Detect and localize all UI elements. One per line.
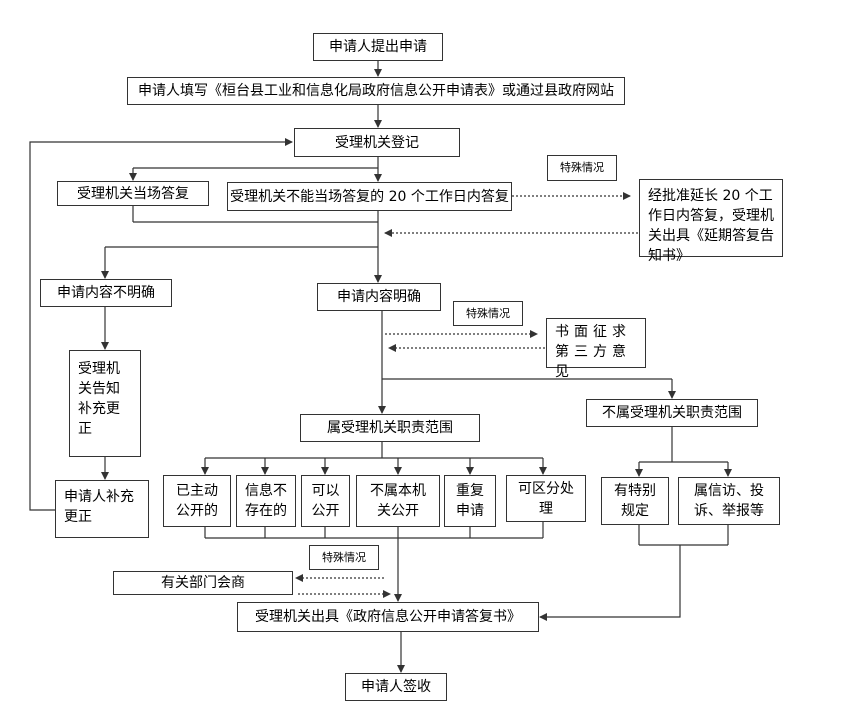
node-register: 受理机关登记 bbox=[294, 128, 460, 157]
node-in-scope: 属受理机关职责范围 bbox=[300, 414, 480, 442]
node-supplement: 申请人补充更正 bbox=[55, 480, 149, 538]
loop-back-to-register bbox=[29, 138, 293, 511]
node-special-2: 特殊情况 bbox=[453, 301, 523, 326]
node-already-public: 已主动公开的 bbox=[163, 475, 231, 527]
node-consult: 有关部门会商 bbox=[113, 571, 293, 595]
node-sign: 申请人签收 bbox=[345, 673, 447, 701]
node-reply-letter: 受理机关出具《政府信息公开申请答复书》 bbox=[237, 602, 539, 632]
node-notify-supplement: 受理机关告知补充更正 bbox=[69, 350, 141, 457]
node-separable: 可区分处理 bbox=[506, 475, 586, 522]
arrow-outscope-to-reply bbox=[539, 545, 681, 621]
node-petition: 属信访、投诉、举报等 bbox=[678, 477, 780, 525]
node-reply-on-spot: 受理机关当场答复 bbox=[57, 181, 209, 206]
node-not-exist: 信息不存在的 bbox=[236, 475, 296, 527]
node-not-this-org: 不属本机关公开 bbox=[356, 475, 440, 527]
node-third-party: 书面征求第三方意见 bbox=[546, 318, 646, 380]
node-fill-form: 申请人填写《桓台县工业和信息化局政府信息公开申请表》或通过县政府网站 bbox=[127, 77, 625, 105]
node-reply-20-days: 受理机关不能当场答复的 20 个工作日内答复 bbox=[227, 182, 512, 211]
node-special-1: 特殊情况 bbox=[547, 155, 617, 181]
node-duplicate: 重复申请 bbox=[444, 475, 496, 527]
node-can-public: 可以公开 bbox=[301, 475, 350, 527]
node-clear: 申请内容明确 bbox=[317, 283, 441, 311]
node-special-rules: 有特别规定 bbox=[601, 477, 669, 525]
node-special-3: 特殊情况 bbox=[309, 545, 379, 570]
node-unclear: 申请内容不明确 bbox=[40, 279, 172, 307]
node-out-scope: 不属受理机关职责范围 bbox=[586, 399, 758, 427]
node-extend-20-days: 经批准延长 20 个工作日内答复，受理机关出具《延期答复告知书》 bbox=[639, 179, 783, 264]
node-apply: 申请人提出申请 bbox=[313, 33, 443, 61]
